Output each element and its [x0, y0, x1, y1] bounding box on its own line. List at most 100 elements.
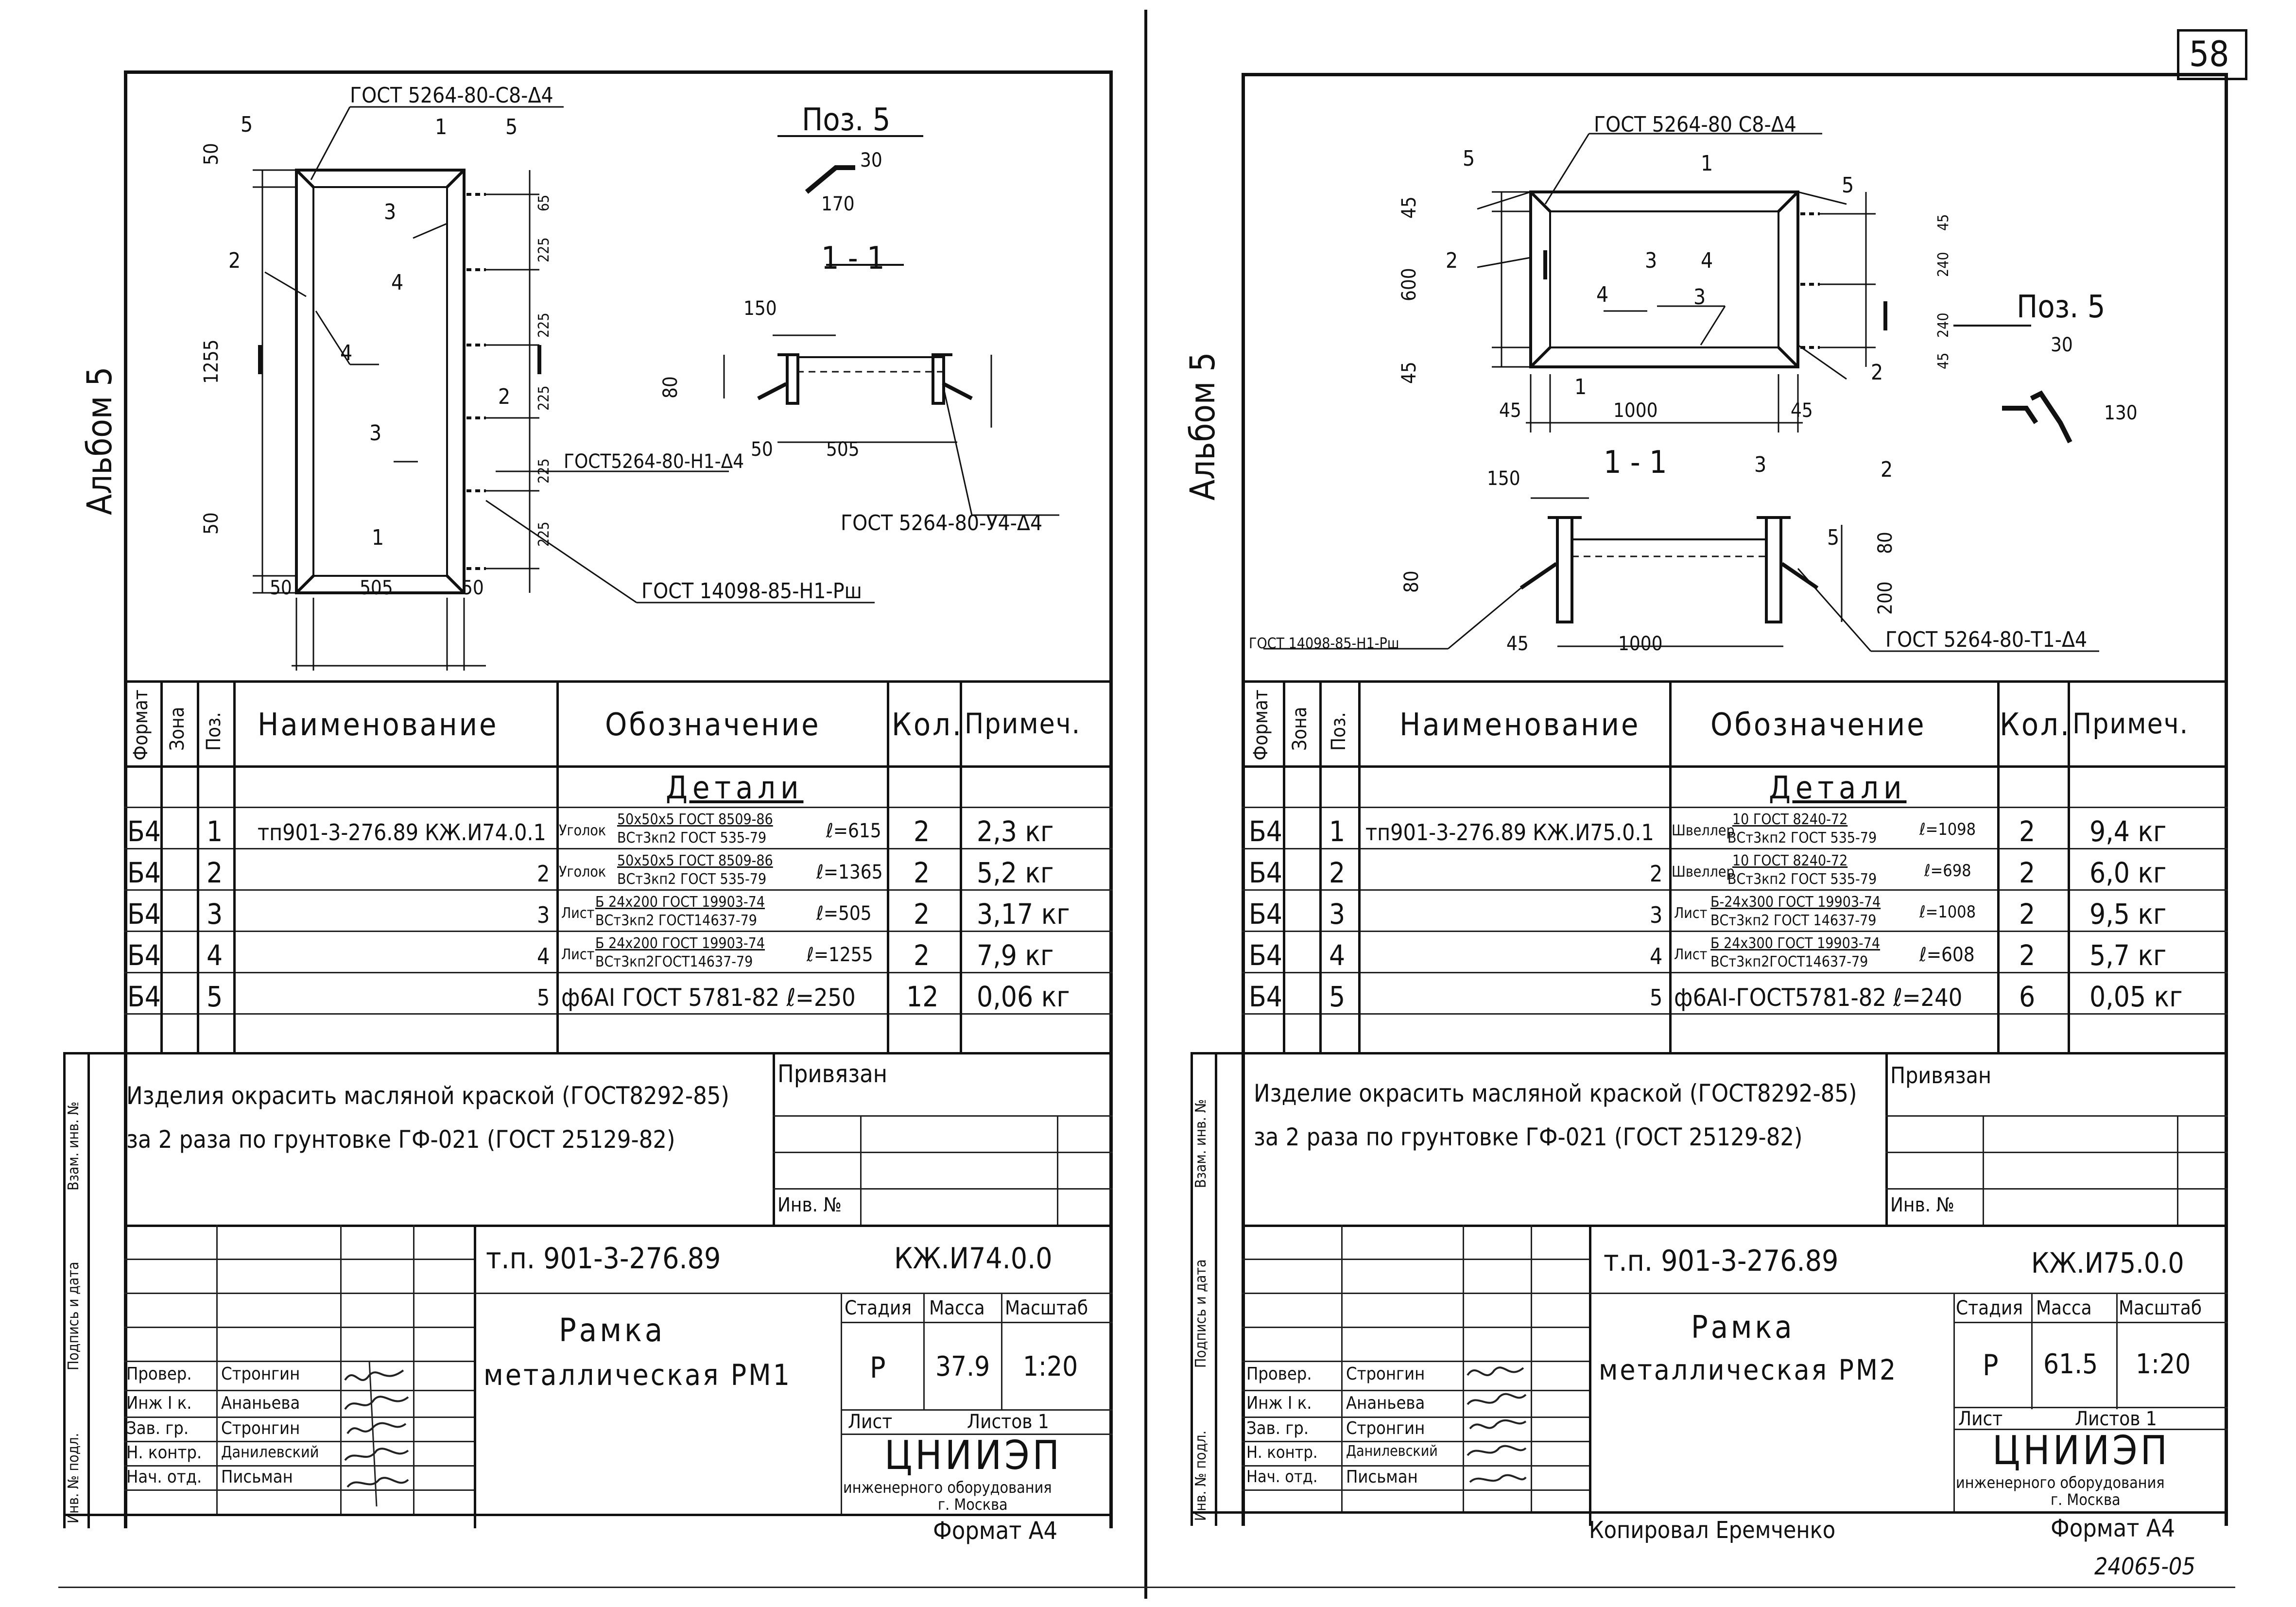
- hdr-format: Формат: [130, 690, 152, 760]
- row-line: [1242, 931, 2228, 932]
- hdr-designation: Обозначение: [605, 707, 821, 743]
- title-row: [1242, 1417, 1589, 1418]
- row-name: 4: [1650, 943, 1663, 969]
- row-line: [124, 807, 1113, 808]
- side-label: Инв. № подл.: [1192, 1430, 1209, 1521]
- callout-weld-side: ГОСТ5264-80-Н1-Δ4: [564, 450, 744, 473]
- row-format: Б4: [127, 815, 161, 848]
- doc-code: т.п. 901-3-276.89: [1604, 1244, 1839, 1278]
- linked-row: [1885, 1188, 2228, 1190]
- frame-drawing-rm1: [253, 106, 1059, 671]
- row-name: 2: [1650, 861, 1663, 887]
- row-desig-top: 50х50х5 ГОСТ 8509-86: [617, 852, 773, 869]
- row-note: 9,4 кг: [2089, 815, 2167, 848]
- col-line: [1283, 680, 1285, 1052]
- pos-label: 3: [1645, 248, 1657, 273]
- pos-label: 2: [1871, 360, 1883, 385]
- org-city: г. Москва: [2051, 1490, 2121, 1509]
- row-desig-bot: ВСт3кп2 ГОСТ 14637-79: [1710, 912, 1877, 929]
- signer-role: Провер.: [126, 1364, 192, 1384]
- album-label-left: Альбом 5: [80, 366, 120, 515]
- row-length: ℓ=1365: [816, 861, 883, 883]
- title-row: [1242, 1390, 1589, 1391]
- dim-left-4: 50: [200, 143, 223, 165]
- linked-label: Привязан: [777, 1060, 888, 1088]
- row-name: 3: [537, 902, 550, 928]
- row-length: ℓ=698: [1924, 861, 1971, 881]
- side-strip-line: [87, 1052, 90, 1528]
- pos-label: 4: [391, 270, 404, 295]
- row-note: 3,17 кг: [977, 898, 1070, 931]
- title-stage-row: [1953, 1322, 2228, 1323]
- row-desig-top: Б-24х300 ГОСТ 19903-74: [1710, 894, 1881, 911]
- title-block-divider: [1589, 1225, 1591, 1526]
- table-top: [124, 680, 1113, 683]
- title-block-top: [124, 1225, 1113, 1227]
- title-row: [124, 1441, 474, 1442]
- hdr-zone: Зона: [166, 707, 189, 751]
- row-desig-bot: ВСт3кп2 ГОСТ14637-79: [595, 912, 757, 929]
- title-stage-row: [841, 1409, 1113, 1411]
- pos-label: 3: [384, 200, 397, 225]
- row-desig-bot: ВСт3кп2 ГОСТ 535-79: [617, 871, 767, 888]
- title-row: [1242, 1465, 1589, 1467]
- pos-label: 1: [1574, 375, 1587, 399]
- sec-dim-0: 150: [1487, 467, 1520, 490]
- doc-mark: КЖ.И74.0.0: [894, 1242, 1053, 1276]
- signer-name: Стронгин: [221, 1418, 300, 1438]
- paint-note-2: за 2 раза по грунтовке ГФ-021 (ГОСТ 2512…: [126, 1125, 675, 1154]
- title-stage-row: [1953, 1407, 2228, 1408]
- row-length: ℓ=1098: [1919, 820, 1976, 839]
- section-header-details: Детали: [666, 770, 804, 806]
- dim-bottom-4: 45: [1791, 399, 1813, 422]
- row-pos: 3: [207, 898, 223, 931]
- side-strip-line: [63, 1052, 66, 1528]
- pos5-dim-b: 170: [821, 193, 855, 215]
- scale-value: 1:20: [1023, 1351, 1078, 1382]
- side-strip-top: [1191, 1052, 1242, 1054]
- pos-label: 2: [498, 384, 511, 409]
- callout-weld-top: ГОСТ 5264-80 С8-Δ4: [1594, 112, 1796, 137]
- row-qty: 6: [2019, 980, 2036, 1013]
- signatures-graphic: [1467, 1366, 1527, 1483]
- dim-right-1: 240: [1935, 252, 1952, 277]
- signer-name: Письман: [221, 1467, 293, 1487]
- col-line: [960, 680, 962, 1052]
- title-row: [1242, 1327, 1589, 1328]
- mass-header: Масса: [2036, 1297, 2092, 1319]
- dim-right-3: 45: [1935, 352, 1952, 369]
- row-line: [124, 972, 1113, 973]
- signer-role: Н. контр.: [1246, 1443, 1318, 1462]
- title-stage-row: [841, 1322, 1113, 1323]
- col-line: [556, 680, 559, 1052]
- row-format: Б4: [1249, 898, 1282, 931]
- row-pos: 2: [207, 856, 223, 889]
- hdr-qty: Кол.: [2000, 707, 2072, 743]
- dim-left-2: 1255: [200, 339, 223, 384]
- row-pos: 1: [207, 815, 223, 848]
- title-stage-col: [1953, 1293, 1955, 1511]
- title-row: [124, 1293, 474, 1294]
- row-format: Б4: [127, 856, 161, 889]
- pos-label: 3: [1693, 285, 1706, 310]
- row-line: [124, 1013, 1113, 1015]
- pos-label: 5: [1842, 173, 1854, 198]
- row-length: ℓ=1008: [1919, 902, 1976, 922]
- sec-dim-1: 80: [659, 376, 682, 398]
- title-col: [413, 1225, 414, 1514]
- linked-col: [1983, 1115, 1984, 1225]
- row-desig-kind: Швеллер: [1672, 822, 1735, 839]
- row-note: 5,2 кг: [977, 856, 1054, 889]
- side-label: Взам. инв. №: [1192, 1099, 1209, 1188]
- pos5-title: Поз. 5: [2017, 289, 2106, 325]
- org-sub: инженерного оборудования: [843, 1478, 1052, 1497]
- col-line: [1319, 680, 1322, 1052]
- pos-label: 1: [1701, 151, 1713, 176]
- row-name: тп901-3-276.89 КЖ.И74.0.1: [258, 819, 546, 846]
- table-top: [1242, 680, 2228, 683]
- title-row: [124, 1390, 474, 1391]
- dim-right-3: 225: [535, 385, 552, 411]
- callout-weld-main: ГОСТ 14098-85-Н1-Рш: [1249, 635, 1399, 652]
- row-note: 0,05 кг: [2089, 980, 2183, 1013]
- title-row: [1242, 1489, 1589, 1491]
